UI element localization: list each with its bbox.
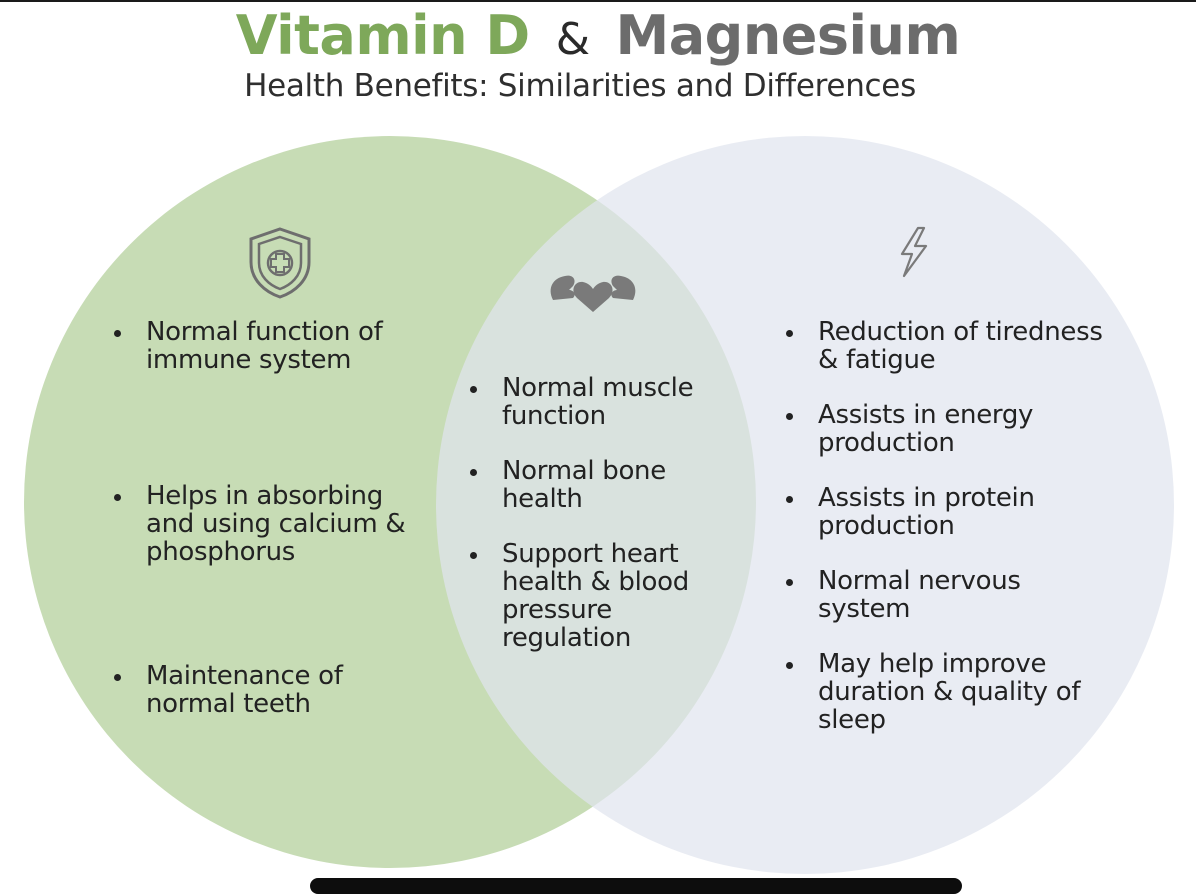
- magnesium-circle: [436, 136, 1174, 874]
- list-item: Reduction of tiredness & fatigue: [780, 318, 1110, 374]
- list-item: Normal muscle function: [464, 374, 724, 430]
- title-magnesium: Magnesium: [615, 4, 961, 67]
- top-border: [0, 0, 1196, 2]
- title-ampersand: &: [555, 14, 590, 65]
- shared-benefits-list: Normal muscle function Normal bone healt…: [464, 374, 724, 679]
- list-item: Normal function of immune system: [108, 318, 438, 374]
- list-item: Helps in absorbing and using calcium & p…: [108, 482, 438, 566]
- list-item: Assists in protein production: [780, 484, 1110, 540]
- home-indicator-bar[interactable]: [310, 878, 962, 894]
- list-item: Assists in energy production: [780, 401, 1110, 457]
- list-item: Support heart health & blood pressure re…: [464, 540, 724, 652]
- list-item: May help improve duration & quality of s…: [780, 650, 1110, 734]
- diagram-subtitle: Health Benefits: Similarities and Differ…: [244, 68, 916, 104]
- title-vitamin-d: Vitamin D: [235, 4, 530, 67]
- list-item: Normal bone health: [464, 457, 724, 513]
- heart-muscle-icon: [550, 275, 636, 312]
- list-item: Normal nervous system: [780, 567, 1110, 623]
- shield-cross-icon: [249, 227, 311, 299]
- list-item: Maintenance of normal teeth: [108, 662, 438, 718]
- vitamin-d-benefits-list: Normal function of immune system Helps i…: [108, 318, 438, 826]
- lightning-bolt-icon: [900, 226, 928, 278]
- magnesium-benefits-list: Reduction of tiredness & fatigue Assists…: [780, 318, 1110, 761]
- diagram-title: Vitamin D&Magnesium: [0, 4, 1196, 67]
